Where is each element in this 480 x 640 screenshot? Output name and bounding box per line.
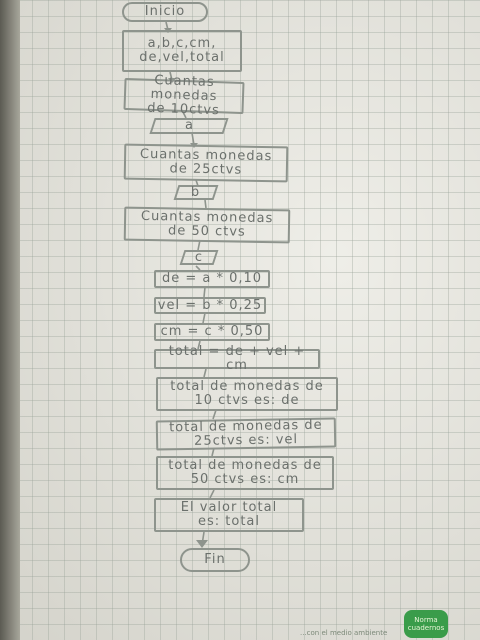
end-terminal: Fin: [180, 548, 250, 572]
calc-vel-box: vel = b * 0,25: [154, 297, 266, 314]
notebook-edge: [0, 0, 20, 640]
start-terminal: Inicio: [122, 2, 208, 22]
input-a-parallelogram: a: [149, 118, 229, 134]
output-cm-box: total de monedas de 50 ctvs es: cm: [156, 456, 334, 490]
brand-logo: Norma cuadernos: [404, 610, 448, 638]
input-c-parallelogram: c: [179, 249, 219, 265]
input-b-label: b: [191, 184, 201, 200]
output-total-box: El valor total es: total: [154, 498, 304, 532]
input-b-parallelogram: b: [173, 184, 219, 200]
prompt-50ctvs-box: Cuantas monedas de 50 ctvs: [123, 206, 291, 244]
output-vel-box: total de monedas de 25ctvs es: vel: [155, 417, 337, 451]
prompt-25ctvs-box: Cuantas monedas de 25ctvs: [123, 143, 289, 183]
input-a-label: a: [184, 118, 194, 133]
prompt-10ctvs-box: Cuantas monedas de 10ctvs: [123, 73, 245, 118]
calc-de-box: de = a * 0,10: [154, 270, 270, 288]
footer-text: ...con el medio ambiente: [300, 629, 388, 637]
calc-cm-box: cm = c * 0,50: [154, 323, 270, 341]
declare-variables-box: a,b,c,cm, de,vel,total: [122, 30, 242, 72]
calc-total-box: total = de + vel + cm: [154, 345, 320, 373]
output-de-box: total de monedas de 10 ctvs es: de: [156, 377, 338, 411]
input-c-label: c: [194, 249, 204, 265]
